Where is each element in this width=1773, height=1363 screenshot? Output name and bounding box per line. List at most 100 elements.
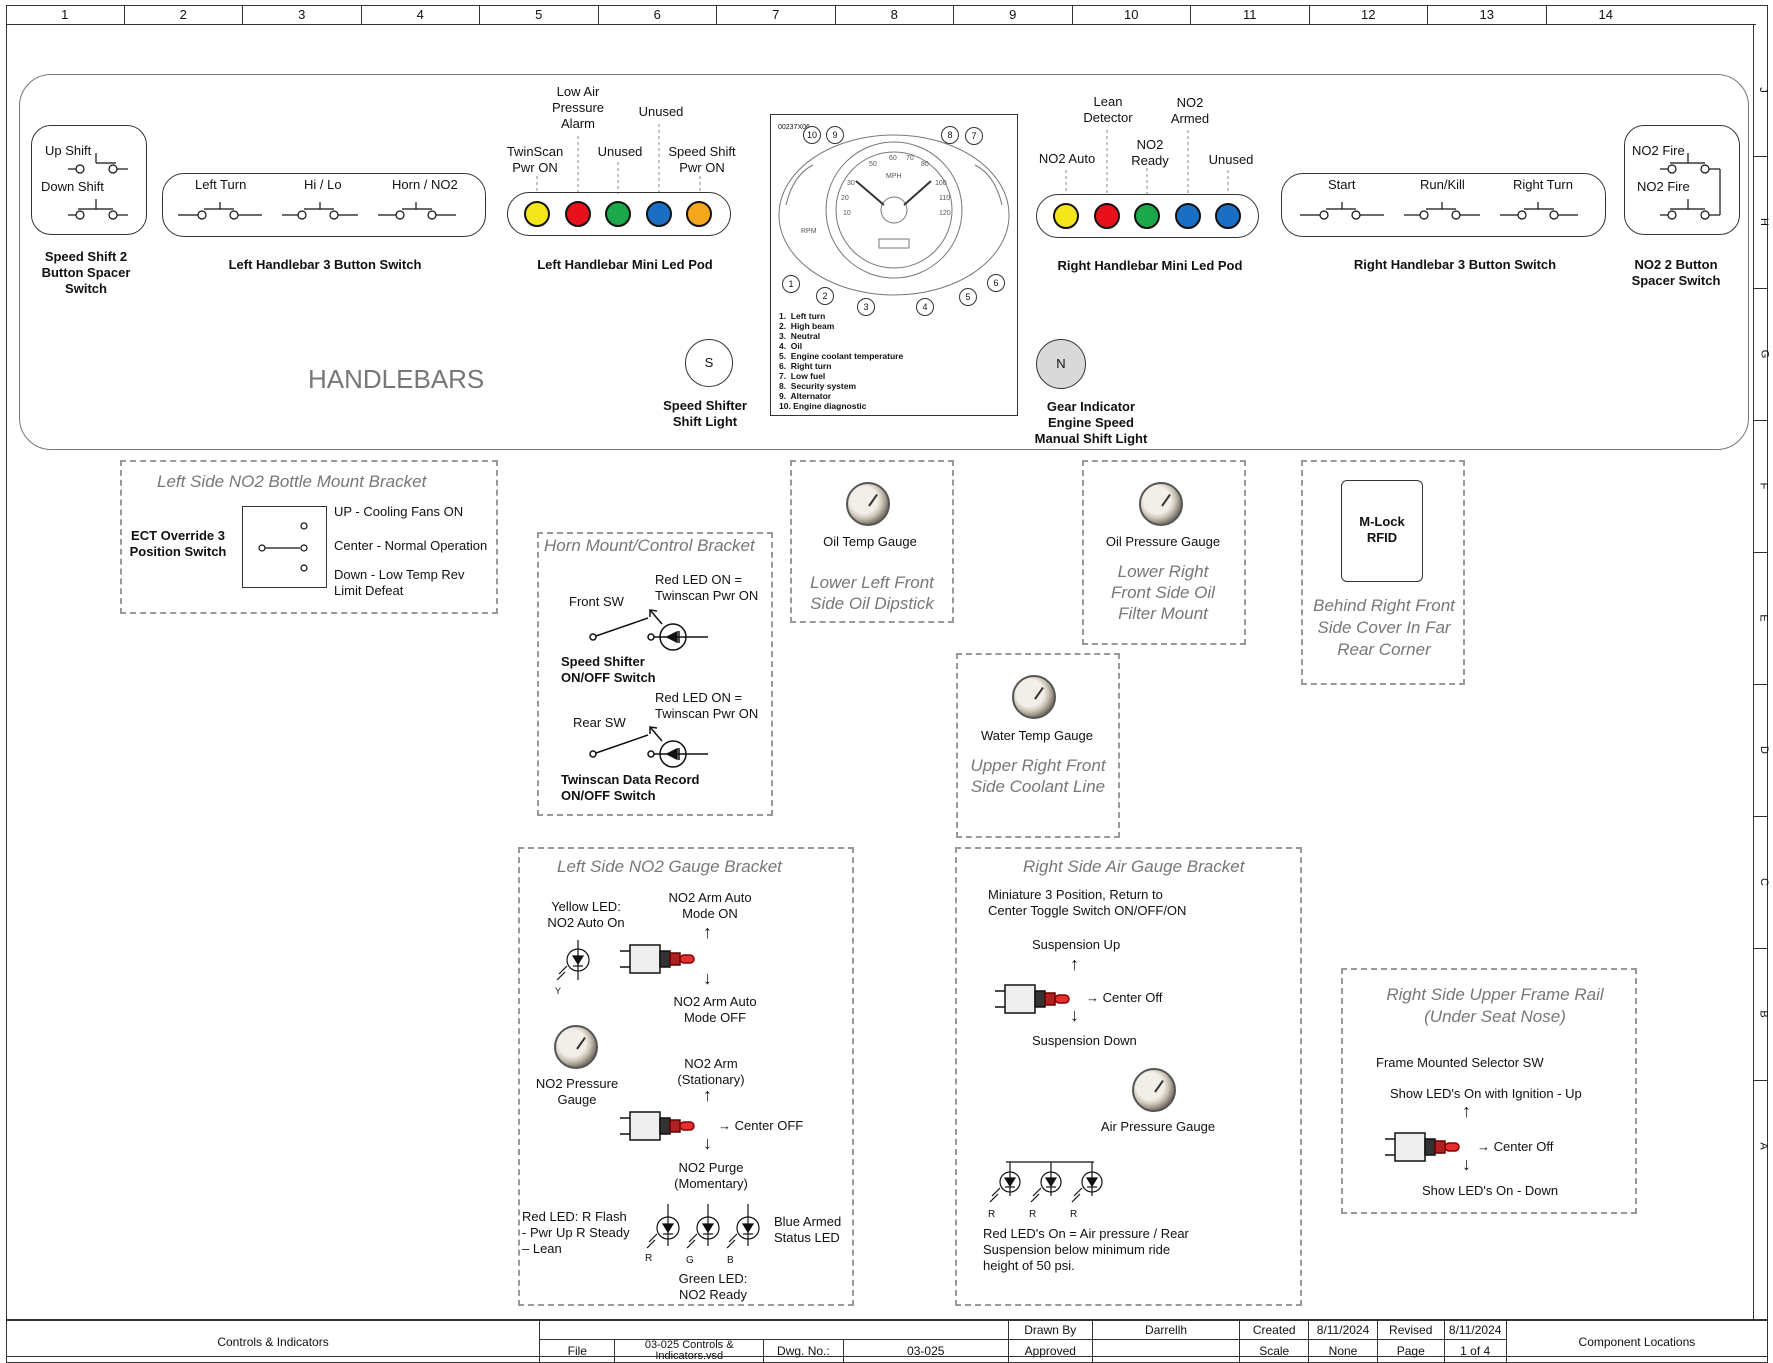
ect-center-label: Center - Normal Operation: [334, 538, 488, 553]
led-label-low-air: Low Air Pressure Alarm: [551, 84, 605, 131]
speedometer-code: 00237X06: [778, 124, 810, 131]
air-pressure-gauge-label: Air Pressure Gauge: [1100, 1119, 1216, 1134]
toggle-switch-arm: [620, 1111, 695, 1141]
led-label-no2-armed: NO2 Armed: [1170, 95, 1210, 126]
file-value: 03-025 Controls & Indicators.vsd: [614, 1339, 765, 1363]
arm-auto-off-label: NO2 Arm Auto Mode OFF: [673, 994, 757, 1025]
row-divider: [1753, 948, 1767, 949]
oil-pressure-box: [1082, 460, 1246, 645]
toggle-switch-suspension: [995, 984, 1070, 1014]
frame-rail-box: [1341, 968, 1637, 1214]
file-label: File: [539, 1339, 616, 1363]
horn-bracket-box: [537, 532, 773, 816]
scale-label: Scale: [1239, 1339, 1310, 1363]
led-label-lean: Lean Detector: [1083, 94, 1133, 125]
row-divider: [1753, 816, 1767, 817]
left-led-pod-box: [507, 192, 731, 236]
speedometer-legend-item: 10. Engine diagnostic: [779, 401, 867, 411]
frame-up-arrow: ↑: [1462, 1101, 1471, 1121]
oil-temp-location: Lower Left Front Side Oil Dipstick: [810, 573, 934, 613]
led-indicator: [1134, 203, 1160, 229]
column-number: 2: [125, 5, 243, 24]
rgb-led-symbols: [646, 1204, 760, 1249]
arm-auto-on-label: NO2 Arm Auto Mode ON: [668, 890, 752, 921]
row-letter: C: [1757, 878, 1770, 886]
speedometer-callout-number: 8: [941, 126, 959, 144]
column-ruler: [6, 5, 1756, 25]
blue-led-label: Blue Armed Status LED: [774, 1214, 842, 1245]
water-temp-gauge-icon: [1012, 675, 1056, 719]
left-led-pod-label: Left Handlebar Mini Led Pod: [537, 257, 713, 272]
air-pressure-gauge-icon: [1132, 1068, 1176, 1112]
led-indicator: [1174, 203, 1201, 229]
right-led-pod-label: Right Handlebar Mini Led Pod: [1057, 258, 1243, 273]
speedometer-callout-number: 9: [826, 126, 844, 144]
drawn-by-value: Darrellh: [1091, 1320, 1241, 1340]
led-label-unused-r: Unused: [1208, 152, 1254, 167]
suspension-down-label: Suspension Down: [1032, 1033, 1137, 1048]
ect-down-label: Down - Low Temp Rev Limit Defeat: [334, 567, 465, 598]
row-letter: H: [1757, 218, 1770, 226]
toggle-switch-arm-auto: [620, 944, 695, 974]
water-temp-box: [956, 653, 1120, 838]
column-number: 12: [1310, 5, 1428, 24]
speedometer-legend-item: 3. Neutral: [779, 331, 821, 341]
revised-label: Revised: [1376, 1320, 1445, 1340]
column-number: 13: [1428, 5, 1547, 24]
ect-switch-label: ECT Override 3 Position Switch: [129, 528, 227, 559]
svg-text:120: 120: [939, 210, 951, 217]
page-label: Page: [1376, 1339, 1445, 1363]
led-indicator: [686, 201, 712, 227]
suspension-down-arrow: ↓: [1070, 1005, 1079, 1025]
left-3-button-box: [162, 173, 486, 237]
svg-text:RPM: RPM: [801, 228, 817, 235]
air-led-r-3: R: [1070, 1209, 1078, 1220]
column-number: 8: [836, 5, 954, 24]
purge-label: NO2 Purge (Momentary): [674, 1160, 748, 1191]
no2-gauge-bracket-box: [518, 847, 854, 1306]
led-g-letter: G: [686, 1255, 694, 1266]
svg-text:20: 20: [841, 195, 849, 202]
frame-rail-title: Right Side Upper Frame Rail (Under Seat …: [1386, 985, 1604, 1026]
led-indicator: [1053, 203, 1079, 229]
front-switch-symbol: [589, 609, 708, 651]
column-number: 11: [1191, 5, 1310, 24]
svg-text:50: 50: [869, 161, 877, 168]
speedometer-legend-item: 7. Low fuel: [779, 371, 826, 381]
oil-temp-gauge-label: Oil Temp Gauge: [823, 534, 917, 549]
created-value: 8/11/2024: [1308, 1320, 1378, 1340]
speed-shifter-light-label: Speed Shifter Shift Light: [663, 398, 747, 429]
column-number: 5: [480, 5, 599, 24]
drawn-by-label: Drawn By: [1007, 1320, 1093, 1340]
purge-down-arrow: ↓: [703, 1133, 712, 1153]
led-indicator: [564, 201, 591, 227]
no2-gauge-bracket-title: Left Side NO2 Gauge Bracket: [557, 857, 782, 876]
led-indicator: [645, 201, 672, 227]
speedometer-callout-number: 2: [816, 287, 834, 305]
speedometer-callout-number: 4: [916, 298, 934, 316]
speedometer-callout-number: 5: [959, 288, 977, 306]
suspension-up-arrow: ↑: [1070, 954, 1079, 974]
toggle-switch-frame: [1385, 1132, 1460, 1162]
speedometer-legend-item: 6. Right turn: [779, 361, 832, 371]
speedometer-illustration: [770, 114, 1018, 416]
rear-switch-symbol: [589, 726, 708, 768]
led-label-twinscan: TwinScan Pwr ON: [506, 144, 564, 175]
row-divider: [1753, 1080, 1767, 1081]
svg-text:110: 110: [939, 195, 950, 202]
yellow-led-label: Yellow LED: NO2 Auto On: [547, 899, 625, 930]
approved-value: [1091, 1339, 1241, 1363]
hi-lo-label: Hi / Lo: [304, 177, 342, 192]
ect-up-label: UP - Cooling Fans ON: [334, 504, 464, 519]
speedometer-legend-item: 1. Left turn: [779, 311, 826, 321]
frame-down-label: Show LED's On - Down: [1422, 1183, 1559, 1198]
yellow-led-y: Y: [555, 986, 562, 996]
start-label: Start: [1328, 177, 1356, 192]
no2-button-contacts: [1660, 153, 1721, 220]
handlebars-panel: [19, 74, 1749, 450]
air-led-r-2: R: [1029, 1209, 1037, 1220]
arm-stationary-label: NO2 Arm (Stationary): [677, 1056, 745, 1087]
no2-fire-label-1: NO2 Fire: [1632, 143, 1685, 158]
